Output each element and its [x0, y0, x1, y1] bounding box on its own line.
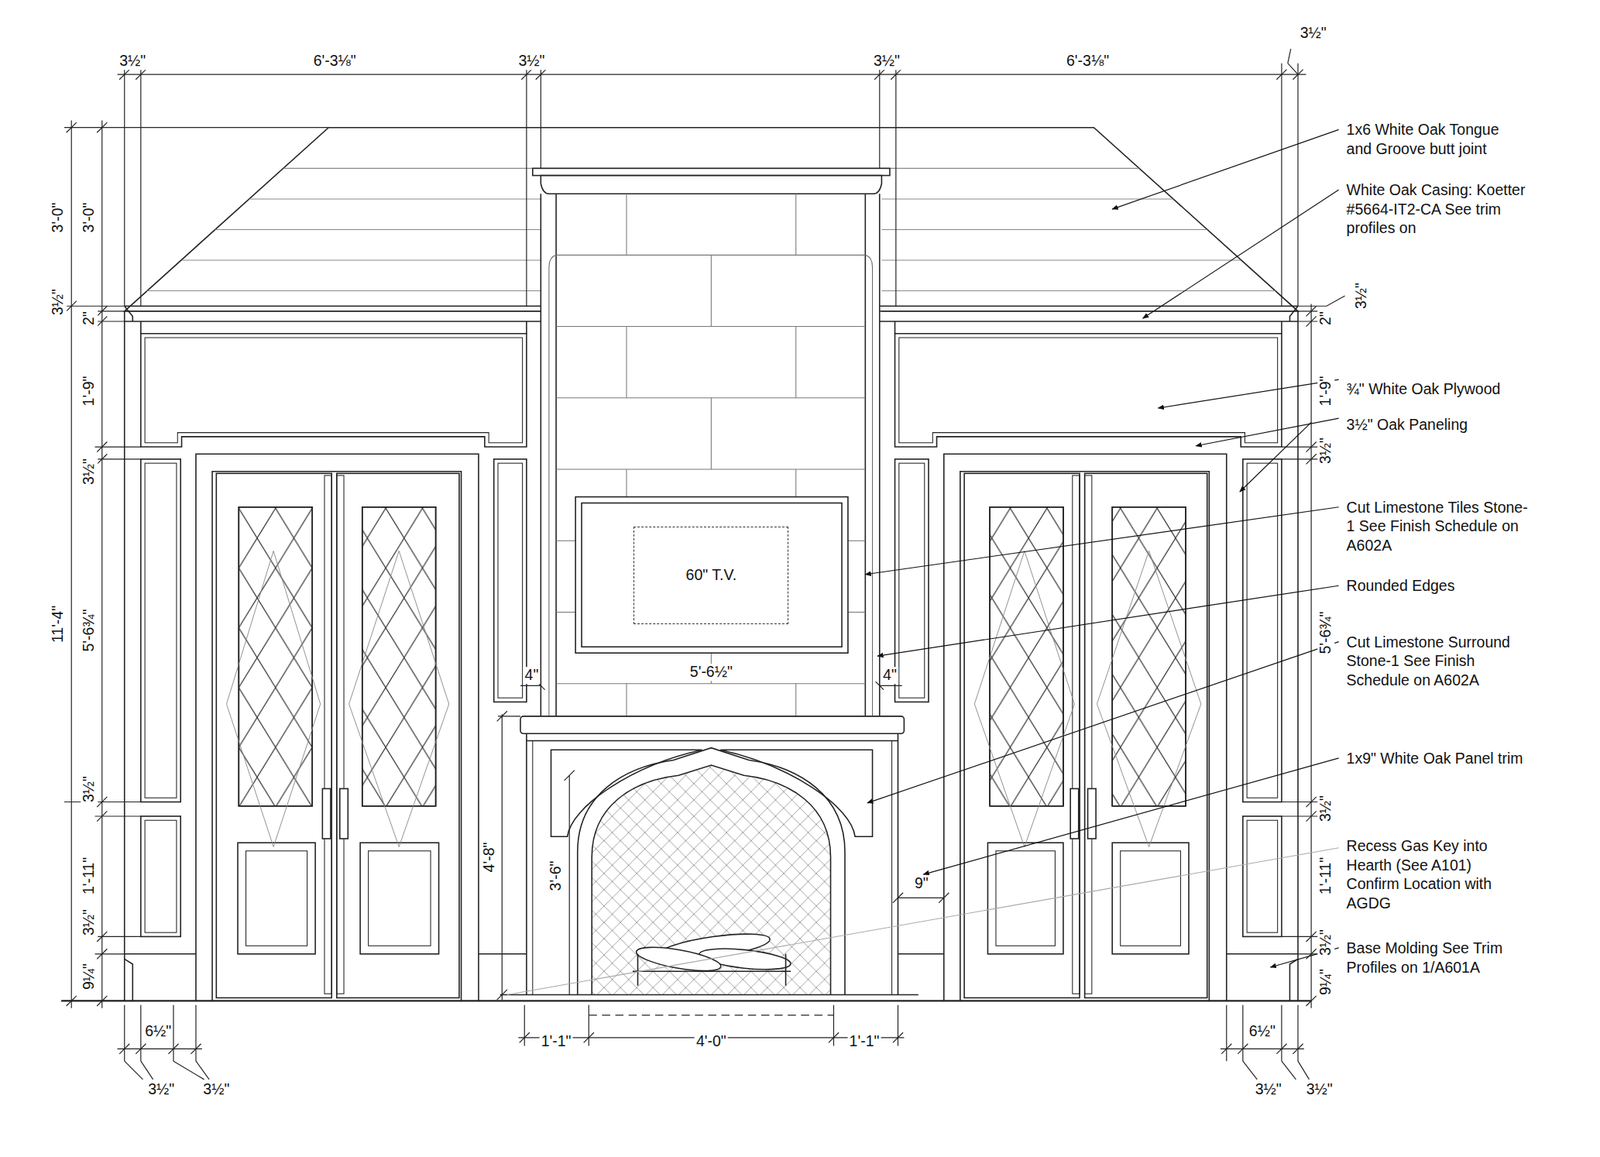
dimension-label: 1'-11": [1317, 854, 1335, 896]
dimension-label: 3½": [1352, 281, 1370, 311]
dimension-label: 3½": [1253, 1081, 1284, 1099]
dimension-label: 3½": [117, 52, 148, 70]
dimension-label: 3'-6": [547, 858, 565, 893]
dimension-label: 11'-4": [49, 604, 67, 645]
callout-note: Cut Limestone Tiles Stone-1 See Finish S…: [1345, 497, 1531, 555]
dimension-label: 4": [881, 667, 899, 685]
callout-note: White Oak Casing: Koetter #5664-IT2-CA S…: [1345, 180, 1531, 237]
dimension-label: 3½": [1304, 1081, 1335, 1099]
dimension-label: 2": [1317, 309, 1335, 327]
dimension-label: 1'-9": [80, 374, 98, 408]
dimension-label: 5'-6¾": [80, 607, 98, 654]
dimension-label: 3½": [1317, 927, 1335, 958]
dimension-label: 1'-9": [1317, 374, 1335, 408]
dimension-label: 6½": [143, 1023, 173, 1041]
dimension-label: 3½": [872, 52, 902, 70]
dimension-label: 3½": [80, 773, 98, 804]
callout-note: Recess Gas Key into Hearth (See A101) Co…: [1345, 836, 1531, 913]
tv-outline: 60" T.V.: [633, 526, 789, 625]
dimension-label: 3½": [516, 52, 546, 70]
callout-note: 3½" Oak Paneling: [1345, 415, 1470, 434]
tv-label: 60" T.V.: [683, 566, 739, 584]
dimension-label: 4'-0": [694, 1033, 728, 1051]
dimension-label: 3½": [1317, 793, 1335, 824]
callout-note: Rounded Edges: [1345, 576, 1457, 595]
dimension-label: 6'-3⅛": [312, 52, 358, 70]
callout-note: 1x9" White Oak Panel trim: [1345, 748, 1525, 768]
callout-note: Cut Limestone Surround Stone-1 See Finis…: [1345, 632, 1542, 690]
dimension-label: 3'-0": [80, 200, 98, 234]
dimension-label: 1'-11": [80, 854, 98, 896]
dimension-label: 3½": [80, 907, 98, 938]
dimension-label: 5'-6½": [688, 664, 735, 682]
dimension-label: 1'-1": [539, 1033, 574, 1051]
dimension-label: 3½": [1317, 436, 1335, 466]
dimension-label: 3½": [49, 287, 67, 317]
dimension-label: 9¼": [1317, 967, 1335, 997]
dimension-label: 6½": [1247, 1023, 1278, 1041]
dimension-label: 2": [80, 309, 98, 327]
dimension-label: 4": [523, 667, 541, 685]
dimension-label: 9": [913, 875, 931, 893]
dimension-label: 6'-3⅛": [1064, 52, 1111, 70]
dimension-label: 1'-1": [848, 1033, 882, 1051]
dimension-label: 3½": [80, 456, 98, 487]
callout-note: 1x6 White Oak Tongue and Groove butt joi…: [1345, 120, 1525, 158]
callout-note: Base Molding See Trim Profiles on 1/A601…: [1345, 938, 1531, 977]
dimension-label: 9¼": [80, 961, 98, 992]
dimension-label: 4'-8": [481, 840, 499, 874]
dimension-label: 3½": [201, 1081, 231, 1099]
dimension-label: 5'-6¾": [1317, 609, 1335, 656]
dimension-label: 3½": [146, 1081, 176, 1099]
callout-note: ¾" White Oak Plywood: [1345, 379, 1503, 399]
dimension-label: 3'-0": [49, 200, 67, 234]
dimension-label: 3½": [1298, 25, 1329, 43]
